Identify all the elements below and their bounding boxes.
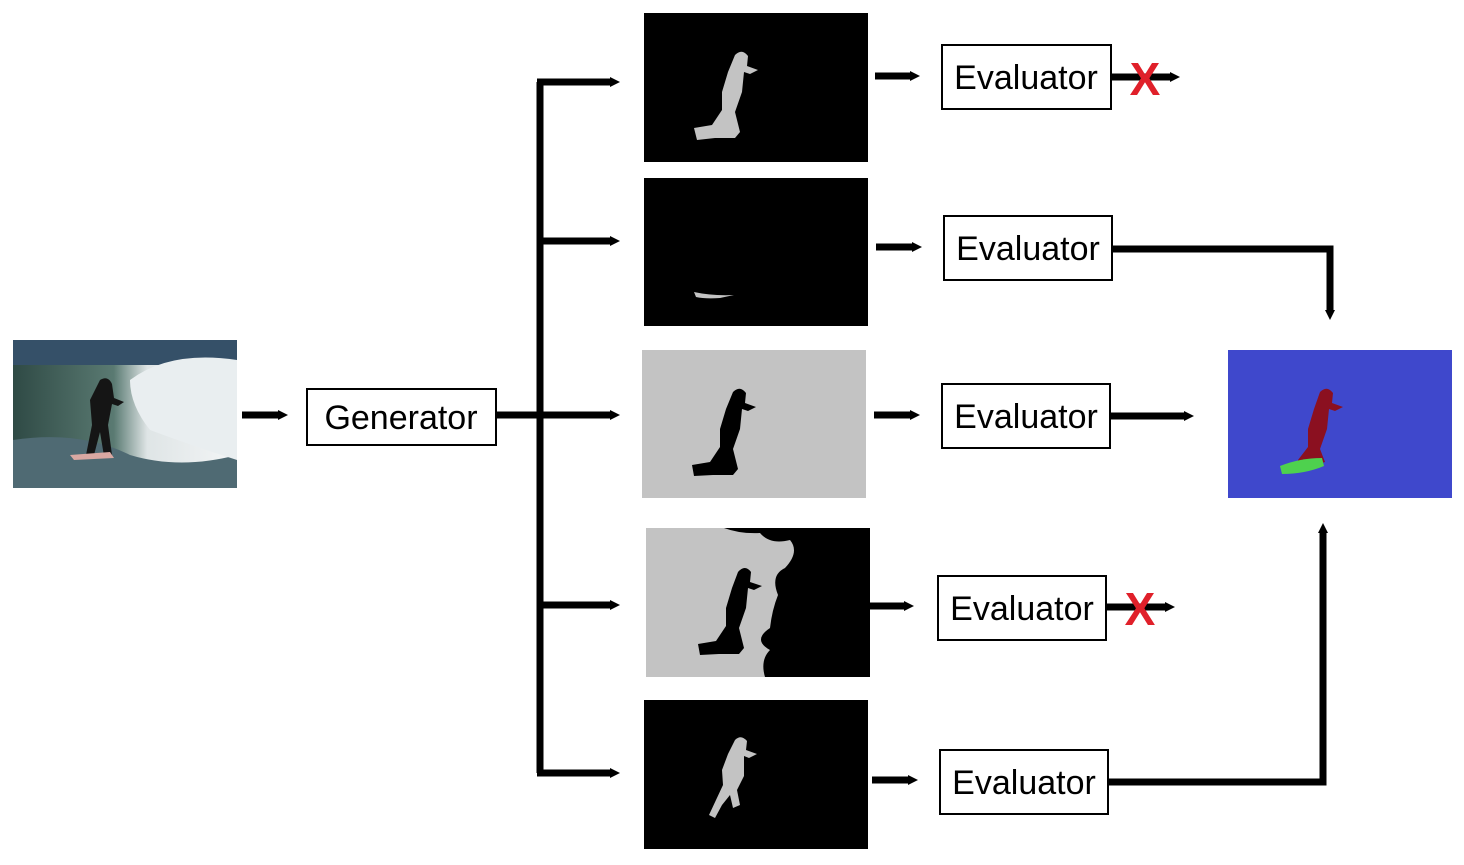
evaluator-label-3: Evaluator bbox=[954, 398, 1098, 436]
evaluator-label-1: Evaluator bbox=[954, 59, 1098, 97]
evaluator-label-5: Evaluator bbox=[952, 764, 1096, 802]
mask-4 bbox=[646, 528, 870, 677]
input-photo bbox=[13, 340, 237, 488]
mask-5 bbox=[644, 700, 868, 849]
evaluator-box-2 bbox=[943, 215, 1113, 281]
output-segmentation bbox=[1228, 350, 1452, 498]
mask-1 bbox=[644, 13, 868, 162]
evaluator-box-4 bbox=[937, 575, 1107, 641]
reject-mark-1: X bbox=[1130, 53, 1161, 105]
generator-label: Generator bbox=[324, 399, 477, 437]
mask-3 bbox=[642, 350, 866, 498]
evaluator-box-3 bbox=[941, 383, 1111, 449]
arrow-evaluator-5-to-output bbox=[1108, 523, 1328, 786]
reject-mark-4: X bbox=[1125, 583, 1156, 635]
arrow-evaluator-2-to-output bbox=[1112, 245, 1335, 320]
generator-box bbox=[306, 388, 497, 446]
evaluator-box-5 bbox=[939, 749, 1109, 815]
evaluator-label-2: Evaluator bbox=[956, 230, 1100, 268]
mask-2 bbox=[644, 178, 868, 326]
evaluator-label-4: Evaluator bbox=[950, 590, 1094, 628]
